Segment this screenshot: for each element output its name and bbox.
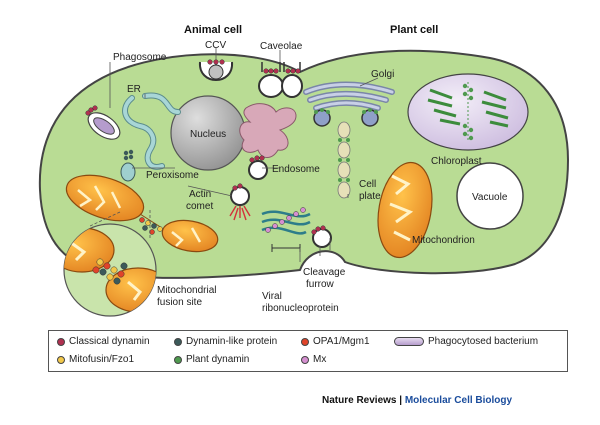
caveolae: [258, 62, 303, 98]
label-phagosome: Phagosome: [113, 52, 167, 63]
legend-label: Mx: [313, 354, 327, 365]
label-ribonucleoprotein: ribonucleoprotein: [262, 303, 339, 314]
phagosome: [85, 105, 121, 140]
label-mitochondrion: Mitochondrion: [412, 235, 475, 246]
legend-dynamin-like: Dynamin-like protein: [174, 336, 277, 347]
legend-label: Plant dynamin: [186, 354, 250, 365]
label-endosome: Endosome: [272, 164, 320, 175]
phagocytosed-bacterium-icon: [394, 337, 424, 346]
classical-dynamin-swatch-icon: [57, 337, 65, 346]
legend-plant-dynamin: Plant dynamin: [174, 354, 249, 365]
legend-label: Phagocytosed bacterium: [428, 336, 539, 347]
plant-dynamin-swatch-icon: [174, 355, 182, 364]
endosome: [239, 103, 297, 158]
fusion-site-zoom: [63, 223, 157, 317]
ccv: [198, 59, 234, 81]
cleavage-vesicle: [311, 225, 332, 248]
journal-credit: Nature Reviews | Molecular Cell Biology: [322, 395, 512, 406]
label-viral: Viral: [262, 291, 282, 302]
legend-label: Dynamin-like protein: [186, 336, 278, 347]
legend: Classical dynamin Dynamin-like protein O…: [48, 330, 568, 372]
legend-label: OPA1/Mgm1: [313, 336, 370, 347]
label-furrow: furrow: [306, 279, 335, 290]
journal-name: Nature Reviews: [322, 395, 397, 406]
label-golgi: Golgi: [371, 69, 394, 80]
label-chloroplast: Chloroplast: [431, 156, 482, 167]
legend-mitofusin: Mitofusin/Fzo1: [57, 354, 134, 365]
plant-cell-title: Plant cell: [390, 24, 438, 36]
journal-section: Molecular Cell Biology: [404, 395, 513, 406]
golgi: [303, 81, 395, 127]
legend-mx: Mx: [301, 354, 326, 365]
label-nucleus: Nucleus: [190, 129, 226, 140]
label-cleavage: Cleavage: [303, 267, 346, 278]
label-ccv: CCV: [205, 40, 226, 51]
label-cell: Cell: [359, 179, 376, 190]
vacuole: [456, 162, 524, 230]
label-vacuole: Vacuole: [472, 192, 508, 203]
legend-label: Mitofusin/Fzo1: [69, 354, 135, 365]
cell-plate: [337, 121, 351, 199]
separator: |: [396, 395, 405, 406]
endosome-vesicle: [248, 155, 268, 180]
label-caveolae: Caveolae: [260, 41, 303, 52]
mx-swatch-icon: [301, 355, 309, 364]
legend-phagocytosed: Phagocytosed bacterium: [394, 336, 538, 347]
legend-opa1: OPA1/Mgm1: [301, 336, 370, 347]
label-mitochondrial: Mitochondrial: [157, 285, 216, 296]
mitochondrion-plant: [377, 161, 433, 259]
legend-classical-dynamin: Classical dynamin: [57, 336, 150, 347]
label-peroxisome: Peroxisome: [146, 170, 199, 181]
dynamin-like-swatch-icon: [174, 337, 182, 346]
opa1-swatch-icon: [301, 337, 309, 346]
mitochondrion-animal: [65, 174, 219, 253]
legend-label: Classical dynamin: [69, 336, 150, 347]
animal-cell-title: Animal cell: [184, 24, 242, 36]
label-er: ER: [127, 84, 141, 95]
label-plate: plate: [359, 191, 381, 202]
label-fusion-site: fusion site: [157, 297, 202, 308]
label-comet: comet: [186, 201, 213, 212]
chloroplast: [407, 73, 529, 151]
peroxisome: [120, 149, 136, 182]
label-actin: Actin: [189, 189, 211, 200]
mitofusin-swatch-icon: [57, 355, 65, 364]
viral-rnp: [261, 207, 311, 252]
